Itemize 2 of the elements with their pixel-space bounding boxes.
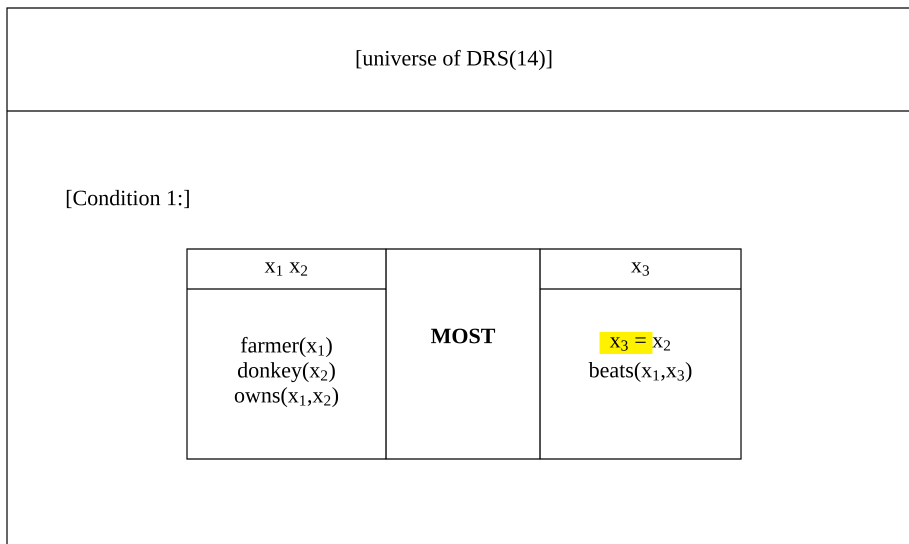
condition-box: MOST [385,248,541,460]
condition-box: x$_{1}$ x$_{2}$ farmer(x$_{1}$) donkey(x$_{2}$) owns(x$_{1}$,x$_{2}$) [186,248,387,460]
